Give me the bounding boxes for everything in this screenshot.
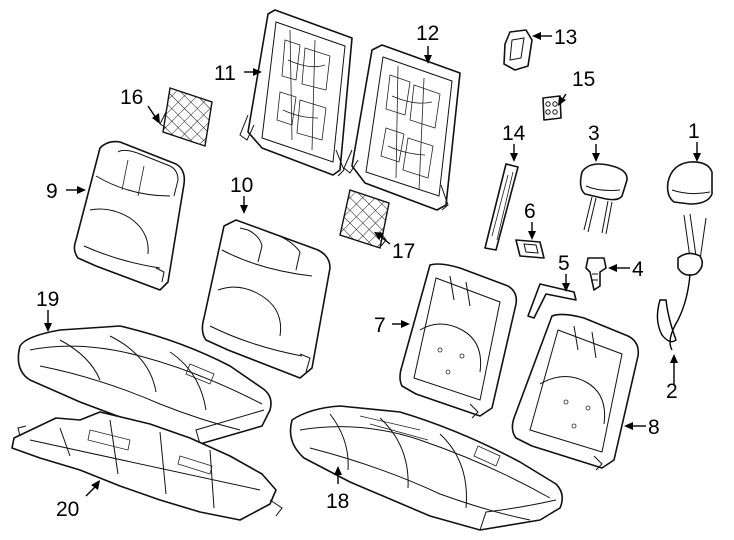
callout-6: 6 (524, 200, 536, 223)
leader-lines (44, 32, 701, 497)
seat-back-frame-left[interactable] (239, 9, 353, 177)
cushion-pad[interactable] (289, 405, 564, 531)
seat-back-pad-right[interactable] (399, 263, 518, 419)
seat-back-pad-left[interactable] (511, 313, 640, 471)
callout-labels: 1 2 3 4 5 6 7 8 9 10 11 12 13 14 15 16 1… (36, 22, 700, 521)
callout-5: 5 (558, 252, 570, 275)
callout-8: 8 (648, 416, 660, 439)
callout-14: 14 (502, 122, 526, 145)
cushion-cover[interactable] (17, 325, 272, 445)
headrest-cable-assembly[interactable] (656, 213, 707, 351)
trim-strip[interactable] (484, 163, 519, 251)
lumbar-mesh-right[interactable] (339, 189, 390, 249)
callout-2: 2 (666, 380, 678, 403)
clip-bracket[interactable] (515, 239, 545, 259)
seat-back-cover-left[interactable] (73, 140, 186, 291)
callout-19: 19 (36, 288, 59, 311)
callout-18: 18 (326, 490, 349, 513)
headrest-center[interactable] (579, 163, 628, 235)
callout-9: 9 (46, 180, 58, 203)
callout-12: 12 (416, 22, 439, 45)
callout-15: 15 (572, 68, 595, 91)
callout-7: 7 (374, 314, 386, 337)
release-handle[interactable] (503, 29, 533, 71)
hook-rod[interactable] (527, 283, 577, 319)
lumbar-mesh-left[interactable] (159, 87, 213, 147)
callout-3: 3 (588, 122, 600, 145)
callout-4: 4 (632, 258, 644, 281)
headrest-outer[interactable] (666, 161, 713, 205)
callout-11: 11 (214, 62, 236, 85)
seat-back-cover-right[interactable] (201, 219, 331, 379)
callout-16: 16 (120, 86, 143, 109)
callout-1: 1 (688, 120, 700, 143)
cushion-frame[interactable] (11, 411, 283, 521)
headrest-guide-bolt[interactable] (585, 257, 607, 291)
callout-17: 17 (392, 240, 415, 263)
seat-back-frame-right[interactable] (343, 44, 461, 211)
callout-10: 10 (230, 174, 253, 197)
callout-13: 13 (554, 26, 577, 49)
switch-module[interactable] (542, 95, 562, 121)
callout-20: 20 (56, 498, 79, 521)
